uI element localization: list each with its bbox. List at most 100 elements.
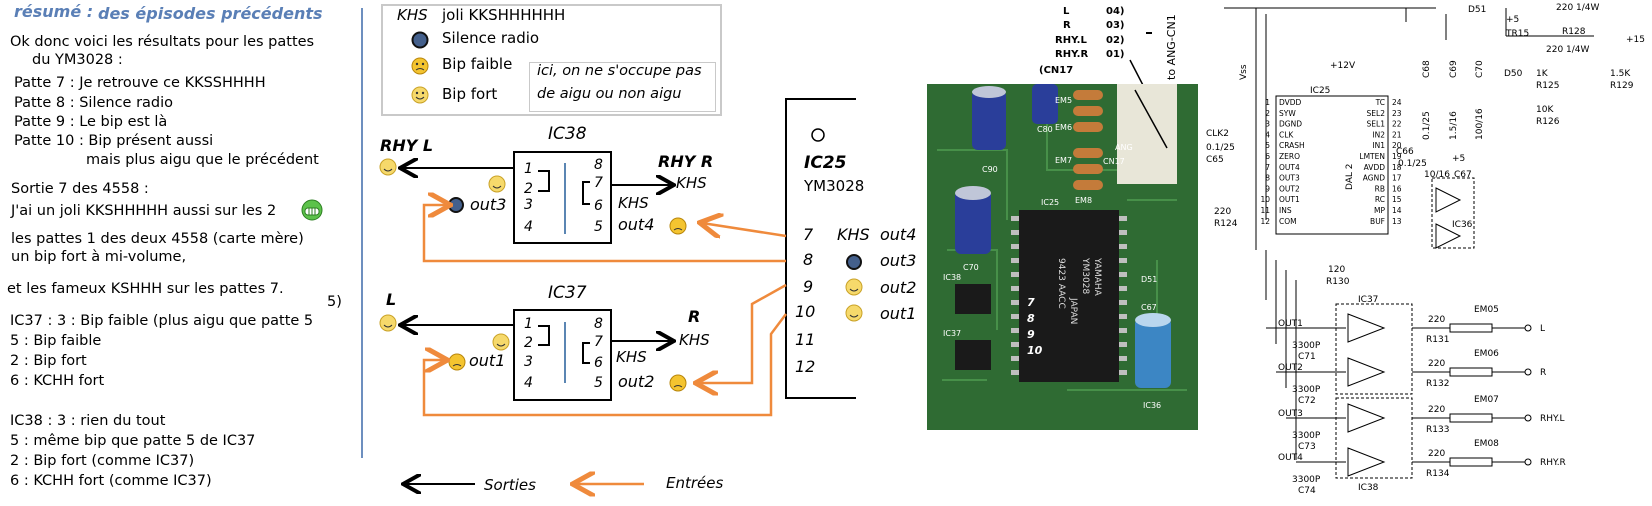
- silence-circle-icon: [411, 31, 429, 49]
- chip-country: JAPAN: [1068, 297, 1078, 324]
- wiring-diagram: IC38 1 2 3 4 8 7 6 5 RHY L RHY R KHS KHS…: [379, 98, 916, 506]
- ref-ang: ANG: [1115, 143, 1133, 152]
- sch-em07: EM07: [1474, 395, 1499, 405]
- ic37-pin-5: 5: [594, 375, 603, 391]
- chip-pin-7: 7: [1027, 296, 1035, 309]
- sch-ic25-right-num: 20: [1392, 141, 1402, 150]
- ic38-pin-1: 1: [524, 161, 533, 177]
- sch-ic38-box: [1335, 397, 1413, 479]
- summary-line: les pattes 1 des deux 4558 (carte mère): [11, 231, 304, 247]
- summary-line: 5): [327, 294, 342, 310]
- sch-c70: C70: [1475, 60, 1485, 78]
- sch-c68-val: 0.1/25: [1422, 111, 1432, 140]
- sch-ic25-left-num: 5: [1265, 141, 1270, 150]
- sch-ic25-right-pin: IN2: [1372, 130, 1385, 139]
- sch-out-rhyr: RHY.R: [1540, 458, 1566, 468]
- ref-em7: EM7: [1055, 156, 1072, 165]
- ic38-pin-6: 6: [594, 198, 603, 214]
- ref-ic25: IC25: [1041, 198, 1059, 207]
- input-line-pin9-out2: [698, 283, 787, 383]
- ic37-out2-label: out2: [618, 372, 654, 391]
- ic37-r-label: R: [688, 307, 700, 326]
- sch-clk2: CLK2: [1206, 129, 1229, 139]
- sch-r124-val: 220: [1214, 207, 1231, 217]
- sch-ic25-left-num: 11: [1260, 206, 1270, 215]
- chip-pin-8: 8: [1027, 312, 1035, 325]
- sch-ic25-right-num: 14: [1392, 206, 1402, 215]
- sch-ic25-label: IC25: [1310, 86, 1330, 96]
- photo-pin-cn17: (CN17: [1039, 65, 1073, 76]
- summary-line: du YM3028 :: [32, 52, 123, 68]
- sch-ic25-right-num: 18: [1392, 163, 1402, 172]
- sch-220-1: 220 1/4W: [1556, 3, 1600, 13]
- sch-ic36-opamp-1: [1435, 187, 1462, 213]
- sch-resistor: [1449, 457, 1493, 467]
- note-box: [529, 62, 716, 112]
- ic25-pin-9: 9: [803, 277, 813, 296]
- sch-cap-3: 3300P: [1292, 431, 1321, 441]
- sch-ic38-label: IC38: [1358, 483, 1379, 493]
- ref-c67: C67: [1141, 303, 1157, 312]
- photo-pin-01: 01): [1106, 49, 1125, 60]
- sch-r126: R126: [1536, 117, 1560, 127]
- sch-ic25-right-num: 16: [1392, 184, 1402, 193]
- sch-ic25-left-pin: COM: [1279, 217, 1297, 226]
- summary-line: 5 : même bip que patte 5 de IC37: [10, 433, 256, 449]
- legend-bip-faible-label: Bip faible: [442, 55, 513, 73]
- ic25-out4: out4: [880, 225, 916, 244]
- sch-ic25-right-num: 23: [1392, 109, 1402, 118]
- legend-khs-key: KHS: [397, 6, 428, 24]
- legend-silence-label: Silence radio: [442, 29, 540, 47]
- sch-ic25-box: [1275, 95, 1389, 235]
- ref-ic37: IC37: [943, 329, 961, 338]
- sch-ic25-right-pin: BUF: [1370, 217, 1385, 226]
- ref-em5: EM5: [1055, 96, 1072, 105]
- input-line-pin10-out1: [422, 313, 787, 417]
- sch-1k: 1K: [1536, 69, 1549, 79]
- ic38-khs-7: KHS: [676, 174, 707, 192]
- sch-out-l: L: [1540, 324, 1545, 334]
- sch-em08: EM08: [1474, 439, 1499, 449]
- sch-ic25-right-pin: LMTEN: [1359, 152, 1385, 161]
- legend-bip-fort-label: Bip fort: [442, 85, 498, 103]
- sch-ic25-left-pin: ZERO: [1279, 152, 1300, 161]
- sch-out-r: R: [1540, 368, 1546, 378]
- smile-emoji-icon: [411, 86, 429, 104]
- ic38-pin-3: 3: [524, 197, 533, 213]
- sch-ic25-left-pin: DGND: [1279, 120, 1302, 129]
- sch-c65-val: 0.1/25: [1206, 143, 1235, 153]
- ic37-pin-4: 4: [524, 375, 533, 391]
- sch-res-1-ref: R131: [1426, 335, 1449, 345]
- summary-line: Ok donc voici les résultats pour les pat…: [10, 34, 315, 50]
- photo-pin-rhyl: RHY.L: [1055, 35, 1087, 46]
- ic38-pin7-6-link: [582, 181, 590, 205]
- sch-res-4-ref: R134: [1426, 469, 1450, 479]
- sch-ic25-left-pin: OUT2: [1279, 184, 1300, 193]
- ic25-out1: out1: [880, 304, 916, 323]
- ic38-out3-label: out3: [470, 195, 506, 214]
- ic38-pin-2: 2: [524, 181, 533, 197]
- ic38-rhy-l-label: RHY L: [380, 136, 433, 155]
- sch-cap-4: 3300P: [1292, 475, 1321, 485]
- sch-ic36: IC36: [1452, 220, 1473, 230]
- summary-line: Patte 7 : Je retrouve ce KKSSHHHH: [14, 75, 266, 91]
- sch-c66-val: 0.1/25: [1398, 159, 1427, 169]
- sch-res-2-ref: R132: [1426, 379, 1449, 389]
- sch-c69-val: 1.5/16: [1449, 111, 1459, 140]
- smile-emoji-icon: [488, 175, 506, 193]
- ic25-chip: [1011, 210, 1127, 382]
- ref-c90: C90: [982, 165, 998, 174]
- ic37-pin1-2-link: [538, 325, 550, 346]
- connector-cn17: [1117, 84, 1177, 184]
- note-line-2: de aigu ou non aigu: [537, 86, 682, 102]
- worried-emoji-icon: [669, 374, 687, 392]
- sch-cap-3-ref: C73: [1298, 442, 1316, 452]
- sch-plus5b: +5: [1452, 154, 1465, 164]
- sch-out1: OUT1: [1278, 319, 1303, 329]
- ic38-rhy-r-label: RHY R: [658, 152, 713, 171]
- sch-resistor: [1449, 323, 1493, 333]
- sch-res-3: 220: [1428, 405, 1445, 415]
- ref-em6: EM6: [1055, 123, 1072, 132]
- sch-ic25-left-pin: OUT4: [1279, 163, 1300, 172]
- sch-ic37-box: [1335, 303, 1413, 395]
